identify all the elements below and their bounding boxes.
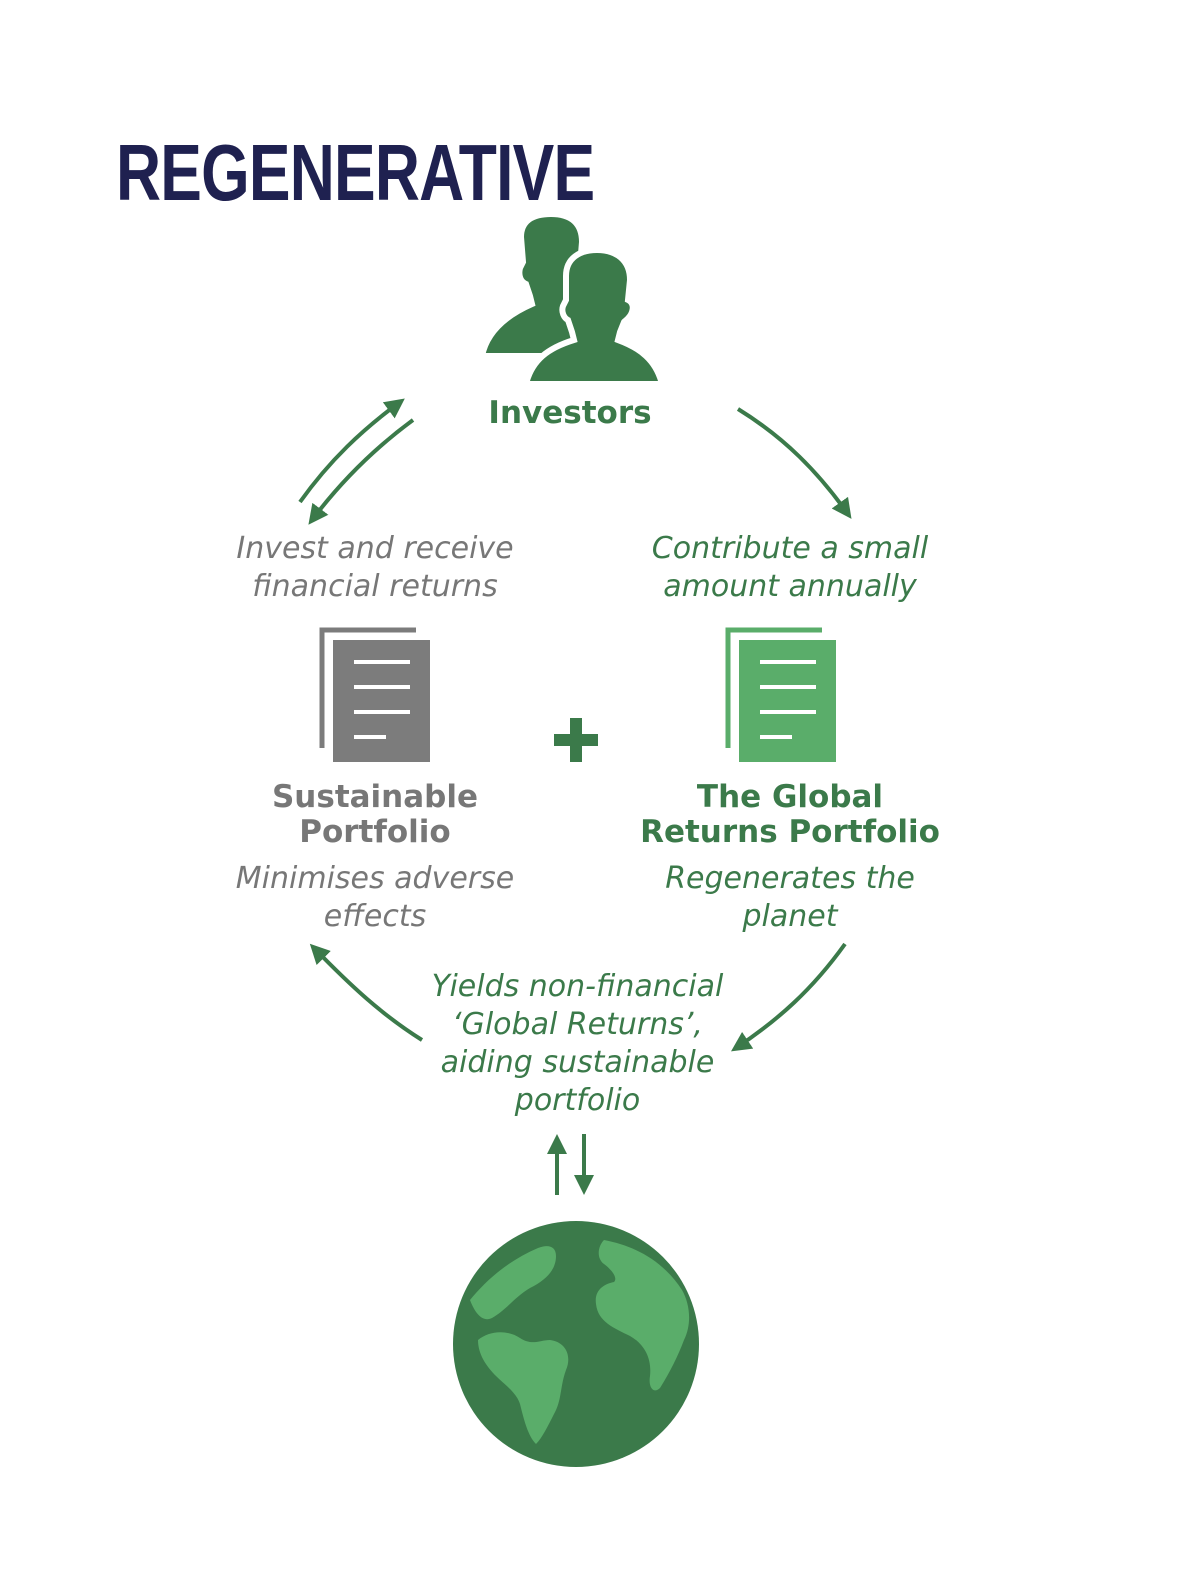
yields-edge-line: portfolio xyxy=(514,1083,641,1118)
arrow-to-investors xyxy=(298,398,405,504)
sustainable-portfolio-line: Portfolio xyxy=(299,814,451,850)
invest-arrows xyxy=(298,398,415,525)
global-returns-portfolio-line: The Global xyxy=(696,779,884,815)
yields-edge-line: Yields non-financial xyxy=(431,969,724,1004)
plus-icon xyxy=(554,718,598,762)
global-returns-portfolio-label: The Global Returns Portfolio xyxy=(630,780,950,850)
yields-edge-label: Yields non-financial ‘Global Returns’, a… xyxy=(400,968,755,1120)
page-title: REGENERATIVE xyxy=(116,128,595,217)
continent-north xyxy=(470,1246,556,1320)
arrow-to-sustainable-portfolio xyxy=(308,418,415,525)
yields-arrow-to-sustainable-portfolio xyxy=(309,943,424,1042)
global-returns-portfolio-description: Regenerates the planet xyxy=(630,860,950,936)
yields-edge-line: aiding sustainable xyxy=(440,1045,715,1080)
sustainable-portfolio-description: Minimises adverse effects xyxy=(215,860,535,936)
investors-label: Investors xyxy=(488,395,652,431)
continent-south xyxy=(478,1332,569,1444)
sustainable-portfolio-description-line: effects xyxy=(323,899,427,934)
people-icon xyxy=(478,210,666,387)
global-returns-portfolio-description-line: planet xyxy=(742,899,838,934)
invest-edge-line: Invest and receive xyxy=(236,531,514,566)
contribute-edge-line: Contribute a small xyxy=(651,531,929,566)
yields-arrow-from-global-portfolio xyxy=(731,942,847,1052)
invest-edge-label: Invest and receive financial returns xyxy=(215,530,535,606)
document-stack-icon xyxy=(319,627,430,762)
contribute-edge-label: Contribute a small amount annually xyxy=(630,530,950,606)
global-returns-portfolio-description-line: Regenerates the xyxy=(665,861,915,896)
invest-edge-line: financial returns xyxy=(252,569,498,604)
sustainable-portfolio-line: Sustainable xyxy=(271,779,479,815)
front-person xyxy=(522,246,666,387)
sustainable-portfolio-description-line: Minimises adverse xyxy=(235,861,515,896)
contribute-arrow xyxy=(736,407,852,519)
global-returns-portfolio-line: Returns Portfolio xyxy=(640,814,940,850)
continent-east xyxy=(595,1240,690,1391)
sustainable-portfolio-label: Sustainable Portfolio xyxy=(225,780,525,850)
document-stack-icon xyxy=(725,627,836,762)
up-down-arrows-icon xyxy=(547,1134,594,1195)
contribute-edge-line: amount annually xyxy=(663,569,917,604)
yields-edge-line: ‘Global Returns’, xyxy=(452,1007,703,1042)
globe-icon xyxy=(453,1221,699,1467)
